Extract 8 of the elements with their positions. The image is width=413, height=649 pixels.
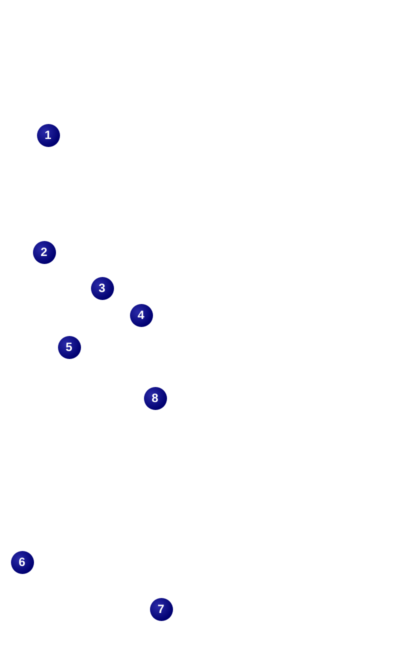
callout-number: 1	[36, 124, 60, 146]
callout-number: 2	[32, 240, 56, 264]
callout-number: 5	[58, 336, 80, 358]
callout-number: 4	[130, 304, 152, 326]
callout-number: 8	[144, 386, 166, 410]
callout-number: 7	[150, 598, 172, 620]
callout-number: 3	[90, 276, 114, 300]
callout-number: 6	[10, 550, 34, 574]
